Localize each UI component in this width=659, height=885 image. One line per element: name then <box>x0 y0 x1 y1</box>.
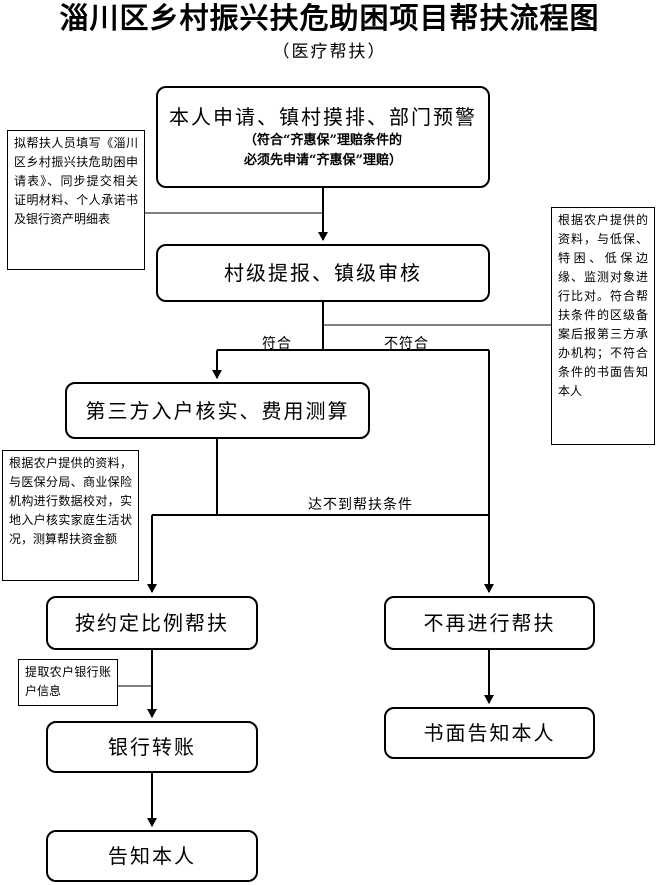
note-right-data-comparison: 根据农户提供的资料，与低保、特困、低保边缘、监测对象进行比对。符合帮扶条件的区级… <box>551 207 655 445</box>
apply-box: 本人申请、镇村摸排、部门预警 （符合“齐惠保”理赔条件的 必须先申请“齐惠保”理… <box>156 86 490 188</box>
no-more-label: 不再进行帮扶 <box>423 611 556 635</box>
village-report-box: 村级提报、镇级审核 <box>156 244 490 302</box>
notify-written-box: 书面告知本人 <box>384 707 595 759</box>
notify-written-label: 书面告知本人 <box>423 721 556 745</box>
proportional-box: 按约定比例帮扶 <box>46 596 258 650</box>
transfer-label: 银行转账 <box>108 735 196 759</box>
page-title: 淄川区乡村振兴扶危助困项目帮扶流程图 <box>59 1 600 35</box>
note-left-verification: 根据农户提供的资料，与医保分局、商业保险机构进行数据校对，实地入户核实家庭生活状… <box>2 450 139 581</box>
note-left-application-materials: 拟帮扶人员填写《淄川区乡村振兴扶危助困申请表》、同步提交相关证明材料、个人承诺书… <box>7 130 145 270</box>
notify-box: 告知本人 <box>46 830 258 882</box>
label-not-meet: 不符合 <box>384 336 429 352</box>
notify-label: 告知本人 <box>108 844 196 868</box>
proportional-label: 按约定比例帮扶 <box>75 611 229 635</box>
apply-box-note-line1: （符合“齐惠保”理赔条件的 <box>244 133 402 148</box>
label-not-reach: 达不到帮扶条件 <box>308 497 413 513</box>
no-more-box: 不再进行帮扶 <box>384 596 595 650</box>
page-subtitle: （医疗帮扶） <box>272 42 387 62</box>
apply-box-title: 本人申请、镇村摸排、部门预警 <box>169 105 477 129</box>
third-party-box: 第三方入户核实、费用测算 <box>65 382 370 439</box>
label-meets: 符合 <box>262 336 292 352</box>
apply-box-note-line2: 必须先申请“齐惠保”理赔） <box>244 153 402 168</box>
note-left-bank-account: 提取农户银行账户信息 <box>18 659 118 706</box>
village-report-label: 村级提报、镇级审核 <box>224 261 422 285</box>
third-party-label: 第三方入户核实、费用测算 <box>85 398 350 423</box>
transfer-box: 银行转账 <box>46 721 258 773</box>
